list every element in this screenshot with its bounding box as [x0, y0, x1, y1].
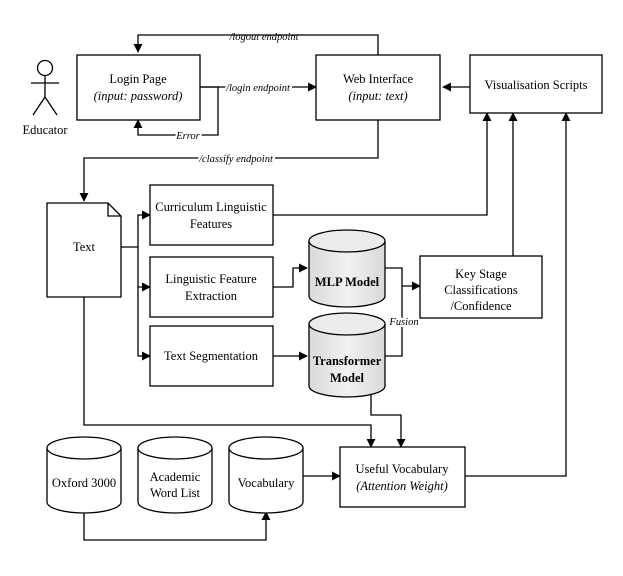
mlp-model-cylinder: MLP Model	[308, 229, 386, 308]
feature-extraction-box: Linguistic Feature Extraction	[149, 256, 274, 318]
key-stage-line1: Key Stage	[455, 267, 507, 281]
curriculum-line1: Curriculum Linguistic	[155, 200, 267, 214]
curriculum-features-box: Curriculum Linguistic Features	[149, 184, 274, 246]
classify-edge-label: /classify endpoint	[198, 154, 274, 165]
web-interface-subtitle: (input: text)	[348, 89, 407, 103]
useful-to-vis-edge	[465, 112, 571, 477]
curriculum-line2: Features	[190, 217, 232, 231]
text-document: Text	[46, 202, 122, 298]
transformer-line1: Transformer	[313, 354, 382, 368]
mlp-model-label: MLP Model	[315, 275, 380, 289]
vocabulary-cylinder: Vocabulary	[228, 436, 304, 514]
useful-vocabulary-subtitle: (Attention Weight)	[356, 479, 448, 493]
text-to-curriculum-edge	[121, 210, 151, 248]
login-page-title: Login Page	[109, 72, 167, 86]
useful-vocabulary-title: Useful Vocabulary	[356, 462, 450, 476]
web-interface-title: Web Interface	[343, 72, 414, 86]
extraction-line2: Extraction	[185, 289, 238, 303]
web-interface-box: Web Interface (input: text)	[315, 54, 441, 121]
academic-line1: Academic	[150, 470, 201, 484]
oxford-3000-cylinder: Oxford 3000	[46, 436, 122, 514]
error-edge	[133, 86, 219, 136]
classify-edge	[79, 120, 379, 202]
text-segmentation-box: Text Segmentation	[149, 325, 274, 387]
logout-edge-label: /logout endpoint	[228, 32, 299, 43]
text-to-useful-edge	[83, 297, 376, 448]
educator-label: Educator	[22, 123, 68, 137]
text-to-extraction-edge	[137, 247, 151, 292]
vocabulary-label: Vocabulary	[238, 476, 295, 490]
text-document-label: Text	[73, 240, 96, 254]
login-page-box: Login Page (input: password)	[76, 54, 201, 121]
logout-edge	[133, 34, 379, 55]
transformer-to-useful-edge	[370, 395, 406, 448]
transformer-line2: Model	[330, 371, 365, 385]
academic-line2: Word List	[150, 486, 201, 500]
academic-word-list-cylinder: Academic Word List	[137, 436, 213, 514]
visualisation-scripts-box: Visualisation Scripts	[469, 54, 603, 114]
visualisation-scripts-label: Visualisation Scripts	[484, 78, 587, 92]
transformer-model-cylinder: Transformer Model	[308, 312, 386, 398]
key-stage-line3: /Confidence	[450, 299, 512, 313]
extraction-line1: Linguistic Feature	[165, 272, 257, 286]
error-edge-label: Error	[175, 131, 200, 142]
key-stage-line2: Classifications	[444, 283, 518, 297]
curriculum-to-vis-edge	[273, 112, 492, 216]
oxford-to-vocabulary-edge	[83, 511, 271, 541]
useful-vocabulary-box: Useful Vocabulary (Attention Weight)	[339, 446, 466, 508]
extraction-to-mlp-edge	[273, 263, 308, 288]
text-to-segmentation-edge	[137, 287, 151, 361]
text-segmentation-label: Text Segmentation	[164, 349, 259, 363]
fusion-edge	[385, 267, 403, 357]
educator-actor	[31, 59, 59, 116]
login-edge-label: /login endpoint	[225, 83, 291, 94]
oxford-3000-label: Oxford 3000	[52, 476, 116, 490]
fusion-edge-label: Fusion	[388, 317, 418, 328]
login-page-subtitle: (input: password)	[94, 89, 183, 103]
key-stage-box: Key Stage Classifications /Confidence	[419, 255, 543, 319]
